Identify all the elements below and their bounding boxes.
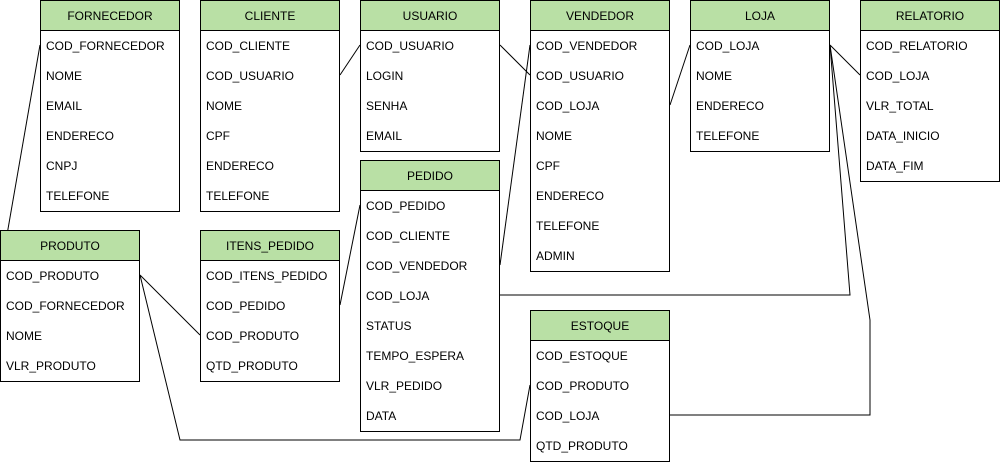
field-telefone: TELEFONE	[206, 189, 270, 203]
link-itens-pedido-pedido	[339, 204, 361, 306]
field-email: EMAIL	[46, 99, 83, 113]
field-cod-produto: COD_PRODUTO	[536, 379, 630, 393]
entity-title: RELATORIO	[861, 1, 999, 31]
link-cliente-usuario	[339, 44, 361, 76]
link-pedido-vendedor	[499, 44, 531, 266]
field-vlr-produto: VLR_PRODUTO	[6, 359, 96, 373]
field-cod-produto: COD_PRODUTO	[6, 269, 100, 283]
field-admin: ADMIN	[536, 249, 575, 263]
entity-title: ESTOQUE	[531, 311, 669, 341]
link-vendedor-loja	[669, 44, 691, 106]
field-cod-loja: COD_LOJA	[866, 69, 930, 83]
field-endereco: ENDERECO	[206, 159, 275, 173]
entity-cliente[interactable]: CLIENTE COD_CLIENTE COD_USUARIO NOME CPF…	[200, 0, 340, 212]
field-telefone: TELEFONE	[696, 129, 760, 143]
field-cod-loja: COD_LOJA	[536, 409, 600, 423]
field-data: DATA	[366, 409, 397, 423]
field-cnpj: CNPJ	[46, 159, 78, 173]
field-cod-fornecedor: COD_FORNECEDOR	[6, 299, 125, 313]
field-cod-pedido: COD_PEDIDO	[206, 299, 286, 313]
field-cod-relatorio: COD_RELATORIO	[866, 39, 968, 53]
entity-vendedor[interactable]: VENDEDOR COD_VENDEDOR COD_USUARIO COD_LO…	[530, 0, 670, 272]
entity-title: FORNECEDOR	[41, 1, 179, 31]
entity-produto[interactable]: PRODUTO COD_PRODUTO COD_FORNECEDOR NOME …	[0, 230, 140, 382]
field-cod-usuario: COD_USUARIO	[536, 69, 625, 83]
field-endereco: ENDERECO	[696, 99, 765, 113]
field-nome: NOME	[6, 329, 42, 343]
field-data-fim: DATA_FIM	[866, 159, 924, 173]
field-vlr-total: VLR_TOTAL	[866, 99, 934, 113]
entity-itens-pedido[interactable]: ITENS_PEDIDO COD_ITENS_PEDIDO COD_PEDIDO…	[200, 230, 340, 382]
entity-title: CLIENTE	[201, 1, 339, 31]
field-email: EMAIL	[366, 129, 403, 143]
field-login: LOGIN	[366, 69, 404, 83]
field-cpf: CPF	[536, 159, 560, 173]
field-senha: SENHA	[366, 99, 408, 113]
field-nome: NOME	[696, 69, 732, 83]
field-tempo-espera: TEMPO_ESPERA	[366, 349, 465, 363]
field-endereco: ENDERECO	[46, 129, 115, 143]
field-cod-fornecedor: COD_FORNECEDOR	[46, 39, 165, 53]
link-usuario-vendedor	[499, 44, 531, 76]
entity-title: LOJA	[691, 1, 829, 31]
entity-title: USUARIO	[361, 1, 499, 31]
field-cod-usuario: COD_USUARIO	[366, 39, 455, 53]
field-nome: NOME	[46, 69, 82, 83]
field-cod-vendedor: COD_VENDEDOR	[536, 39, 638, 53]
entity-loja[interactable]: LOJA COD_LOJA NOME ENDERECO TELEFONE	[690, 0, 830, 152]
field-cod-estoque: COD_ESTOQUE	[536, 349, 628, 363]
field-cod-usuario: COD_USUARIO	[206, 69, 295, 83]
field-cod-cliente: COD_CLIENTE	[366, 229, 451, 243]
field-nome: NOME	[536, 129, 572, 143]
entity-title: PRODUTO	[1, 231, 139, 261]
field-cod-loja: COD_LOJA	[366, 289, 430, 303]
field-cod-vendedor: COD_VENDEDOR	[366, 259, 468, 273]
entity-title: ITENS_PEDIDO	[201, 231, 339, 261]
entity-relatorio[interactable]: RELATORIO COD_RELATORIO COD_LOJA VLR_TOT…	[860, 0, 1000, 182]
entity-fornecedor[interactable]: FORNECEDOR COD_FORNECEDOR NOME EMAIL END…	[40, 0, 180, 212]
field-cpf: CPF	[206, 129, 230, 143]
entity-pedido[interactable]: PEDIDO COD_PEDIDO COD_CLIENTE COD_VENDED…	[360, 160, 500, 432]
entity-usuario[interactable]: USUARIO COD_USUARIO LOGIN SENHA EMAIL	[360, 0, 500, 152]
field-telefone: TELEFONE	[536, 219, 600, 233]
field-cod-cliente: COD_CLIENTE	[206, 39, 291, 53]
entity-title: PEDIDO	[361, 161, 499, 191]
field-telefone: TELEFONE	[46, 189, 110, 203]
field-endereco: ENDERECO	[536, 189, 605, 203]
field-cod-loja: COD_LOJA	[696, 39, 760, 53]
entity-estoque[interactable]: ESTOQUE COD_ESTOQUE COD_PRODUTO COD_LOJA…	[530, 310, 670, 462]
field-data-inicio: DATA_INICIO	[866, 129, 940, 143]
link-produto-itens-pedido	[139, 274, 201, 336]
field-cod-pedido: COD_PEDIDO	[366, 199, 446, 213]
field-cod-produto: COD_PRODUTO	[206, 329, 300, 343]
field-nome: NOME	[206, 99, 242, 113]
field-qtd-produto: QTD_PRODUTO	[206, 359, 298, 373]
field-vlr-pedido: VLR_PEDIDO	[366, 379, 443, 393]
link-loja-relatorio	[829, 44, 861, 76]
entity-title: VENDEDOR	[531, 1, 669, 31]
field-cod-itens-pedido: COD_ITENS_PEDIDO	[206, 269, 328, 283]
field-cod-loja: COD_LOJA	[536, 99, 600, 113]
field-qtd-produto: QTD_PRODUTO	[536, 439, 628, 453]
field-status: STATUS	[366, 319, 412, 333]
